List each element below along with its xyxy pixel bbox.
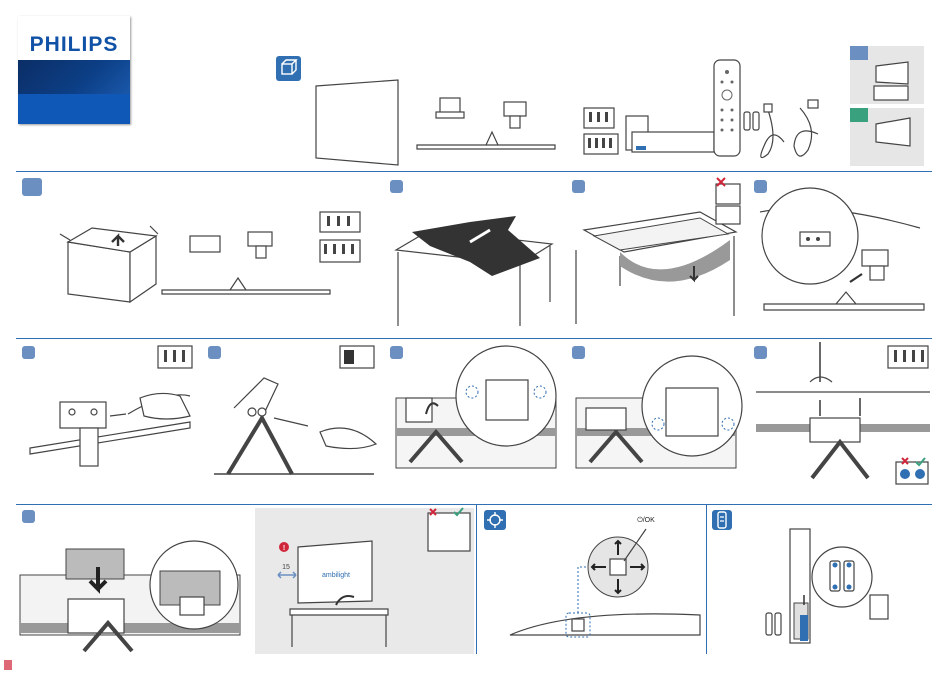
corner-mark: [4, 660, 12, 670]
unboxing-steps-illustration: [0, 172, 950, 338]
power-ok-label: ⏻/OK: [637, 516, 655, 524]
svg-text:!: !: [283, 545, 285, 552]
placement-illustration: [0, 0, 950, 170]
final-steps-illustration: ambilight ! 15 ⏻/OK: [0, 505, 950, 655]
ambilight-text: ambilight: [322, 572, 350, 579]
stand-assembly-illustration: [0, 338, 950, 504]
distance-value: 15: [282, 564, 290, 571]
